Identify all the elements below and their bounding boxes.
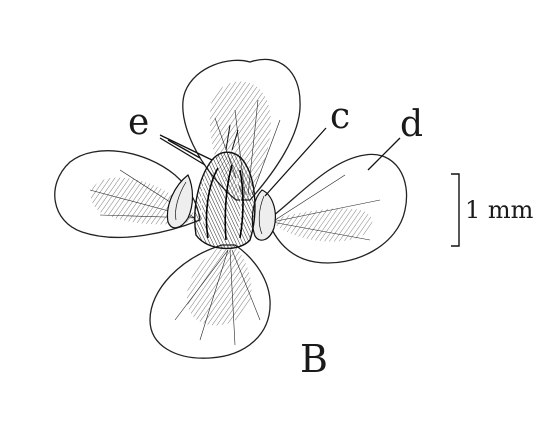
- petal-right: [267, 153, 408, 264]
- petal-left: [54, 150, 201, 238]
- sepal-right: [251, 189, 276, 241]
- panel-label: B: [300, 337, 328, 381]
- leader-e-3: [167, 139, 201, 159]
- scale-bar-label: 1 mm: [465, 196, 534, 224]
- stamen-cluster: [194, 124, 256, 250]
- leader-e-2: [159, 137, 206, 166]
- leader-e-1: [159, 134, 213, 161]
- petal-bottom: [149, 244, 271, 359]
- callout-label-c: c: [330, 96, 350, 137]
- scale-bar: [451, 173, 460, 247]
- callout-label-d: d: [400, 104, 423, 145]
- leader-c: [264, 127, 327, 197]
- callout-lines: [159, 127, 401, 197]
- leader-d: [367, 137, 401, 171]
- sepal-left: [166, 174, 194, 229]
- callout-label-e: e: [128, 102, 149, 143]
